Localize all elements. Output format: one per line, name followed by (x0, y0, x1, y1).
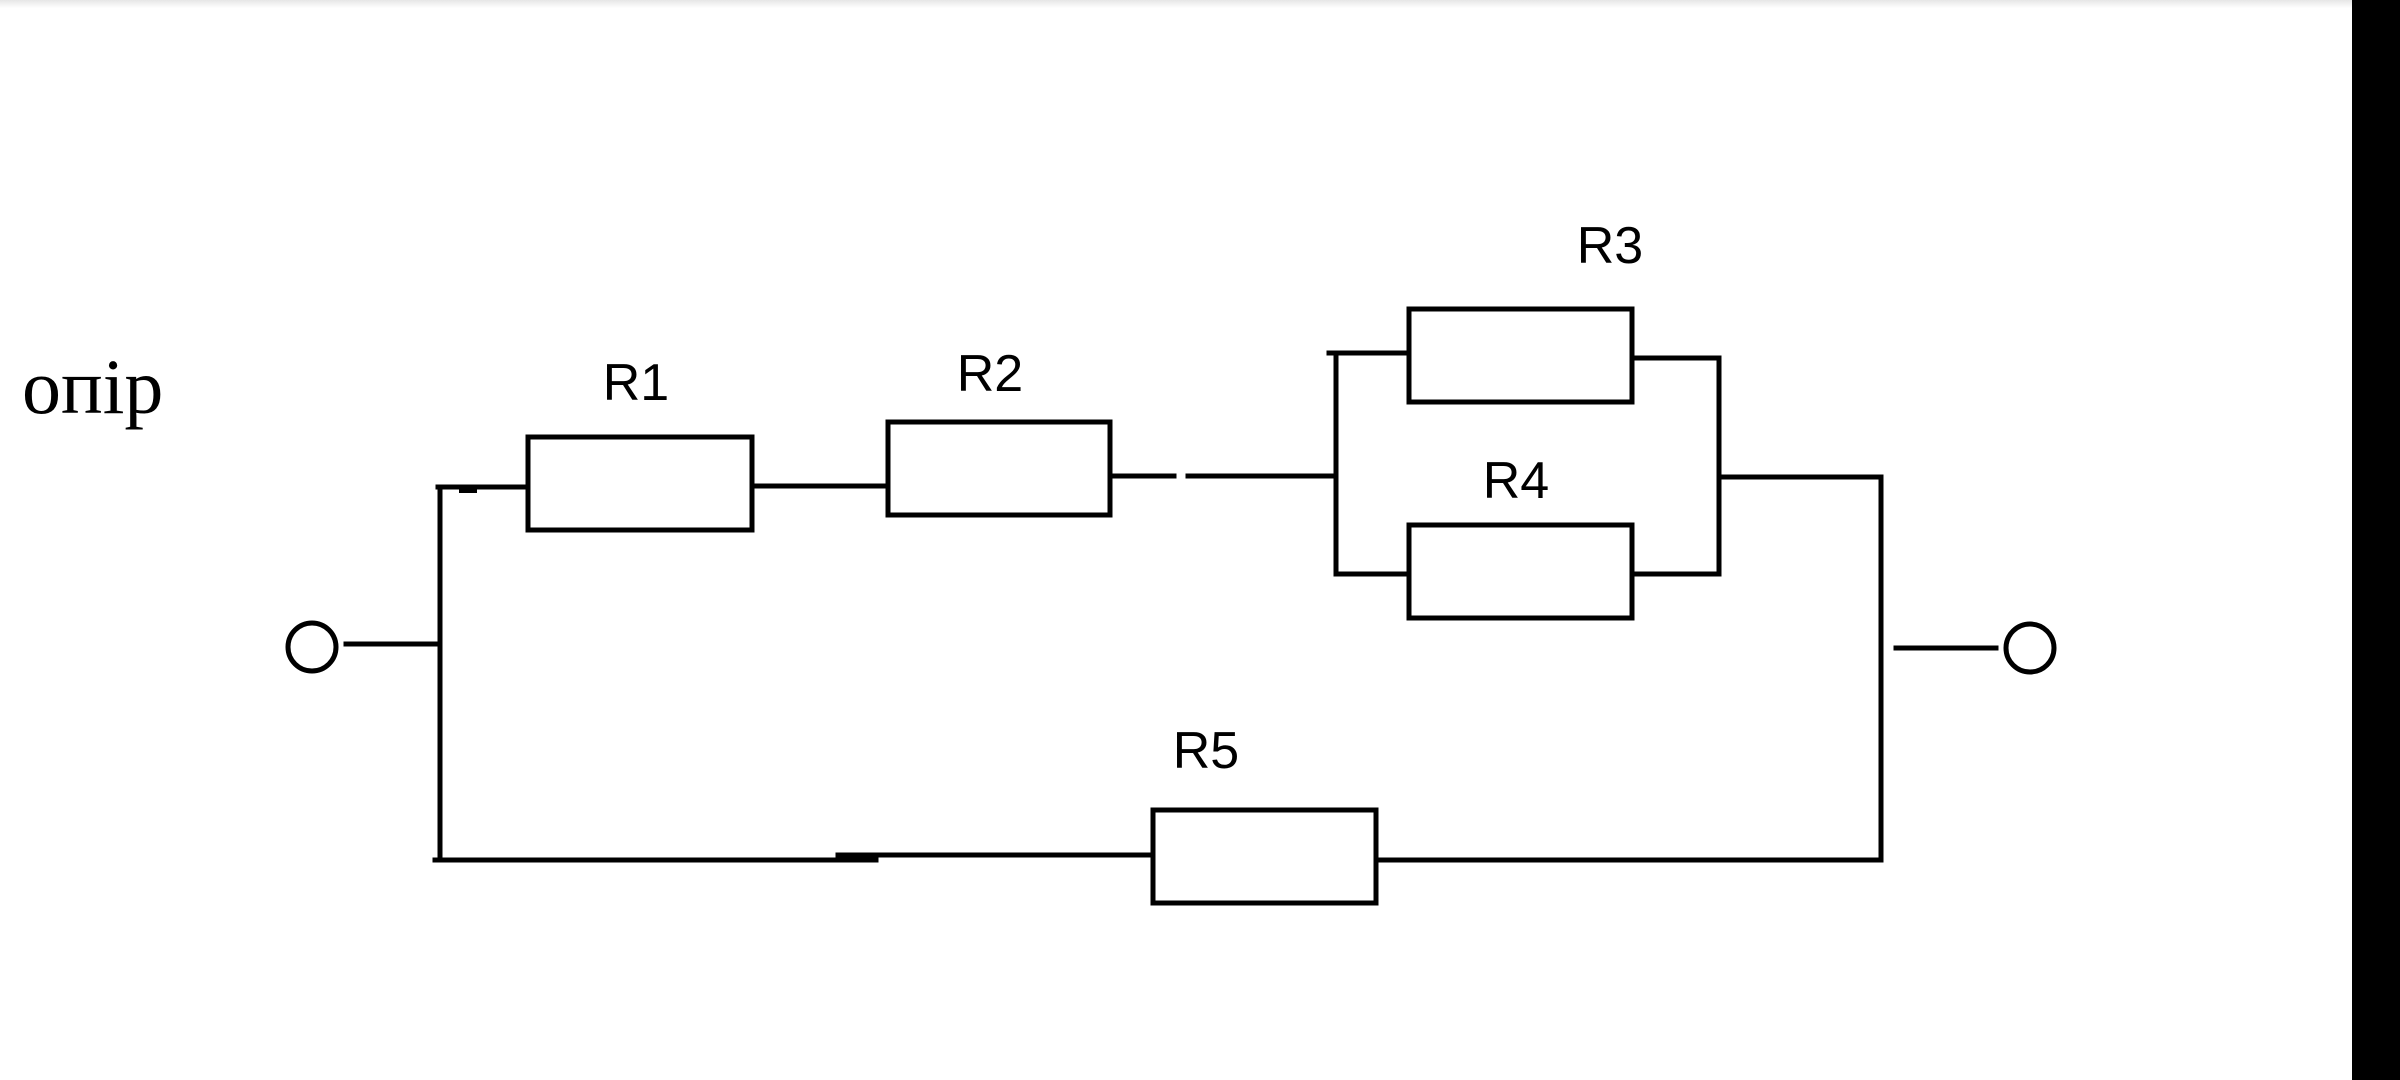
resistor-r1 (525, 434, 755, 533)
right-edge-bar (2352, 0, 2400, 1080)
resistor-r2 (885, 419, 1113, 518)
label-r4: R4 (1483, 452, 1549, 510)
label-r2: R2 (957, 345, 1023, 403)
terminal-left (285, 620, 339, 674)
top-shadow (0, 0, 2352, 8)
wire-glitch (459, 488, 477, 493)
resistor-r4 (1406, 522, 1635, 621)
label-r3: R3 (1577, 217, 1643, 275)
caption-title: опір (22, 343, 164, 430)
label-r1: R1 (603, 354, 669, 412)
resistor-r3 (1406, 306, 1635, 405)
resistor-r5 (1150, 807, 1379, 906)
terminal-right (2003, 621, 2057, 675)
label-r5: R5 (1173, 722, 1239, 780)
